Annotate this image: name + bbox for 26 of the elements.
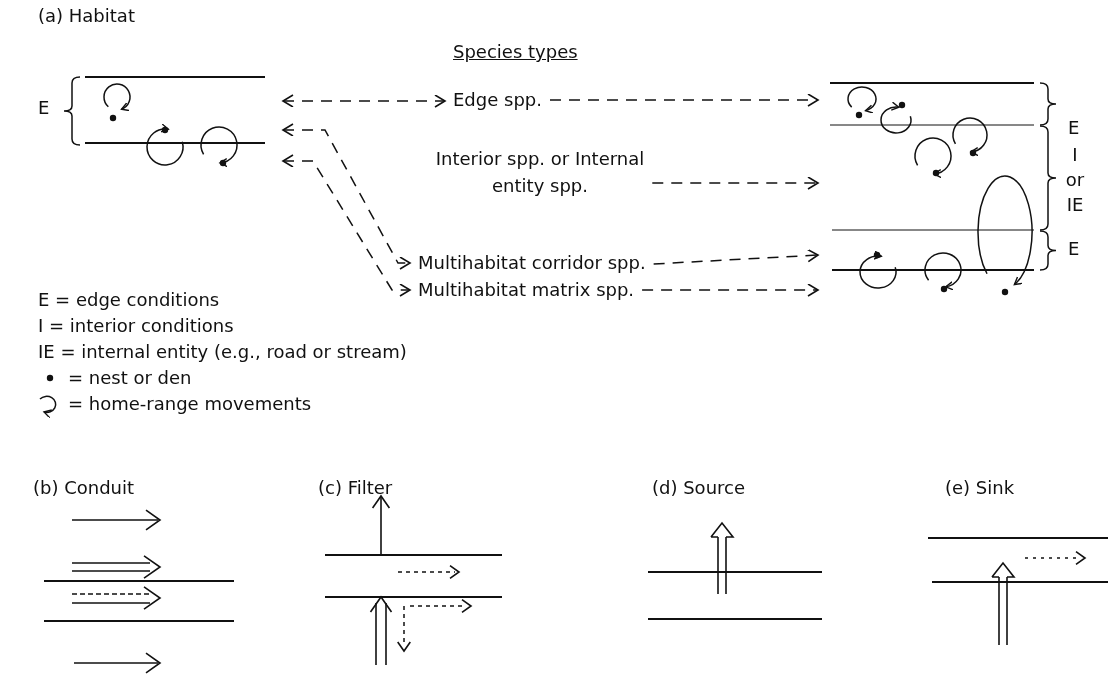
legend-entry: = nest or den: [68, 366, 192, 390]
species-type-label: Multihabitat matrix spp.: [418, 278, 635, 302]
zone-label: E: [38, 96, 50, 120]
legend-entry: I = interior conditions: [38, 314, 234, 338]
panel-title: (c) Filter: [318, 476, 393, 500]
dashed-arrow: [651, 176, 819, 190]
legend-entry: E = edge conditions: [38, 288, 220, 312]
zone-label: I or IE: [1064, 143, 1086, 217]
species-type-label: Interior spp. or Internal entity spp.: [434, 147, 646, 198]
dashed-arrow: [549, 93, 819, 107]
zone-label: E: [1068, 237, 1080, 261]
dashed-arrow: [282, 154, 411, 297]
dashed-arrow: [652, 248, 819, 265]
dashed-arrow: [641, 283, 819, 297]
legend-entry: IE = internal entity (e.g., road or stream): [38, 340, 407, 364]
dashed-arrow: [282, 123, 411, 270]
panel-title: (d) Source: [652, 476, 745, 500]
legend-entry: = home-range movements: [68, 392, 312, 416]
species-type-label: Edge spp.: [453, 88, 542, 112]
panel-title: (b) Conduit: [33, 476, 135, 500]
zone-label: E: [1068, 116, 1080, 140]
panel-title: (a) Habitat: [38, 4, 135, 28]
dashed-arrow: [282, 94, 446, 108]
panel-title: (e) Sink: [945, 476, 1015, 500]
species-type-label: Multihabitat corridor spp.: [418, 251, 646, 275]
section-heading: Species types: [453, 40, 578, 64]
